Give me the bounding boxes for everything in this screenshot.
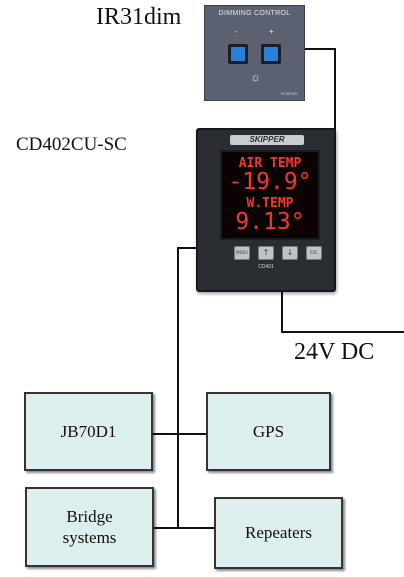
dimmer-panel-title: DIMMING CONTROL xyxy=(218,10,291,17)
dimmer-maker: ROBOSK xyxy=(280,91,298,96)
wire-jb-gps xyxy=(152,433,207,435)
wire-dimmer-vertical xyxy=(334,48,336,130)
led-screen: AIR TEMP -19.9° W.TEMP 9.13° xyxy=(220,150,320,240)
led-line-water-temp: W.TEMP xyxy=(246,196,294,211)
sun-icon: ☼ xyxy=(250,70,261,84)
esc-button[interactable]: ESC xyxy=(306,246,322,260)
up-arrow-button[interactable]: ↑ xyxy=(258,246,274,260)
dimmer-panel: DIMMING CONTROL - + ☼ ROBOSK xyxy=(204,5,305,101)
wire-bridge-repeaters xyxy=(153,527,215,529)
repeaters-box: Repeaters xyxy=(214,497,343,569)
brand-badge: SKIPPER xyxy=(230,135,304,145)
gps-box: GPS xyxy=(206,392,331,471)
plus-sign: + xyxy=(269,27,274,36)
display-unit-label: CD402CU-SC xyxy=(16,134,127,155)
led-line-air-temp: AIR TEMP xyxy=(238,156,302,171)
bridge-label-line2: systems xyxy=(62,528,117,547)
led-line-air-value: -19.9° xyxy=(228,169,312,195)
dim-down-button[interactable] xyxy=(228,44,248,64)
wire-power-horizontal xyxy=(281,331,404,333)
down-arrow-button[interactable]: ↓ xyxy=(282,246,298,260)
wire-bus-stub xyxy=(178,247,198,249)
gps-label: GPS xyxy=(252,421,285,441)
bridge-label-line1: Bridge xyxy=(66,507,113,526)
menu-button[interactable]: MENU xyxy=(234,246,250,260)
minus-sign: - xyxy=(235,27,238,36)
wire-bus-vertical xyxy=(177,247,179,527)
repeaters-label: Repeaters xyxy=(244,523,313,542)
jb70d1-box: JB70D1 xyxy=(24,392,153,471)
jb70d1-label: JB70D1 xyxy=(60,421,117,441)
dim-up-button[interactable] xyxy=(261,44,281,64)
led-line-water-value: 9.13° xyxy=(235,209,305,235)
bridge-systems-box: Bridge systems xyxy=(25,487,154,567)
wire-dimmer-horizontal xyxy=(304,48,336,50)
power-label: 24V DC xyxy=(294,339,375,365)
wire-power-vertical xyxy=(281,290,283,333)
display-unit: SKIPPER AIR TEMP -19.9° W.TEMP 9.13° MEN… xyxy=(196,128,336,292)
dimmer-label: IR31dim xyxy=(96,4,182,30)
model-label: CD401 xyxy=(258,264,274,270)
